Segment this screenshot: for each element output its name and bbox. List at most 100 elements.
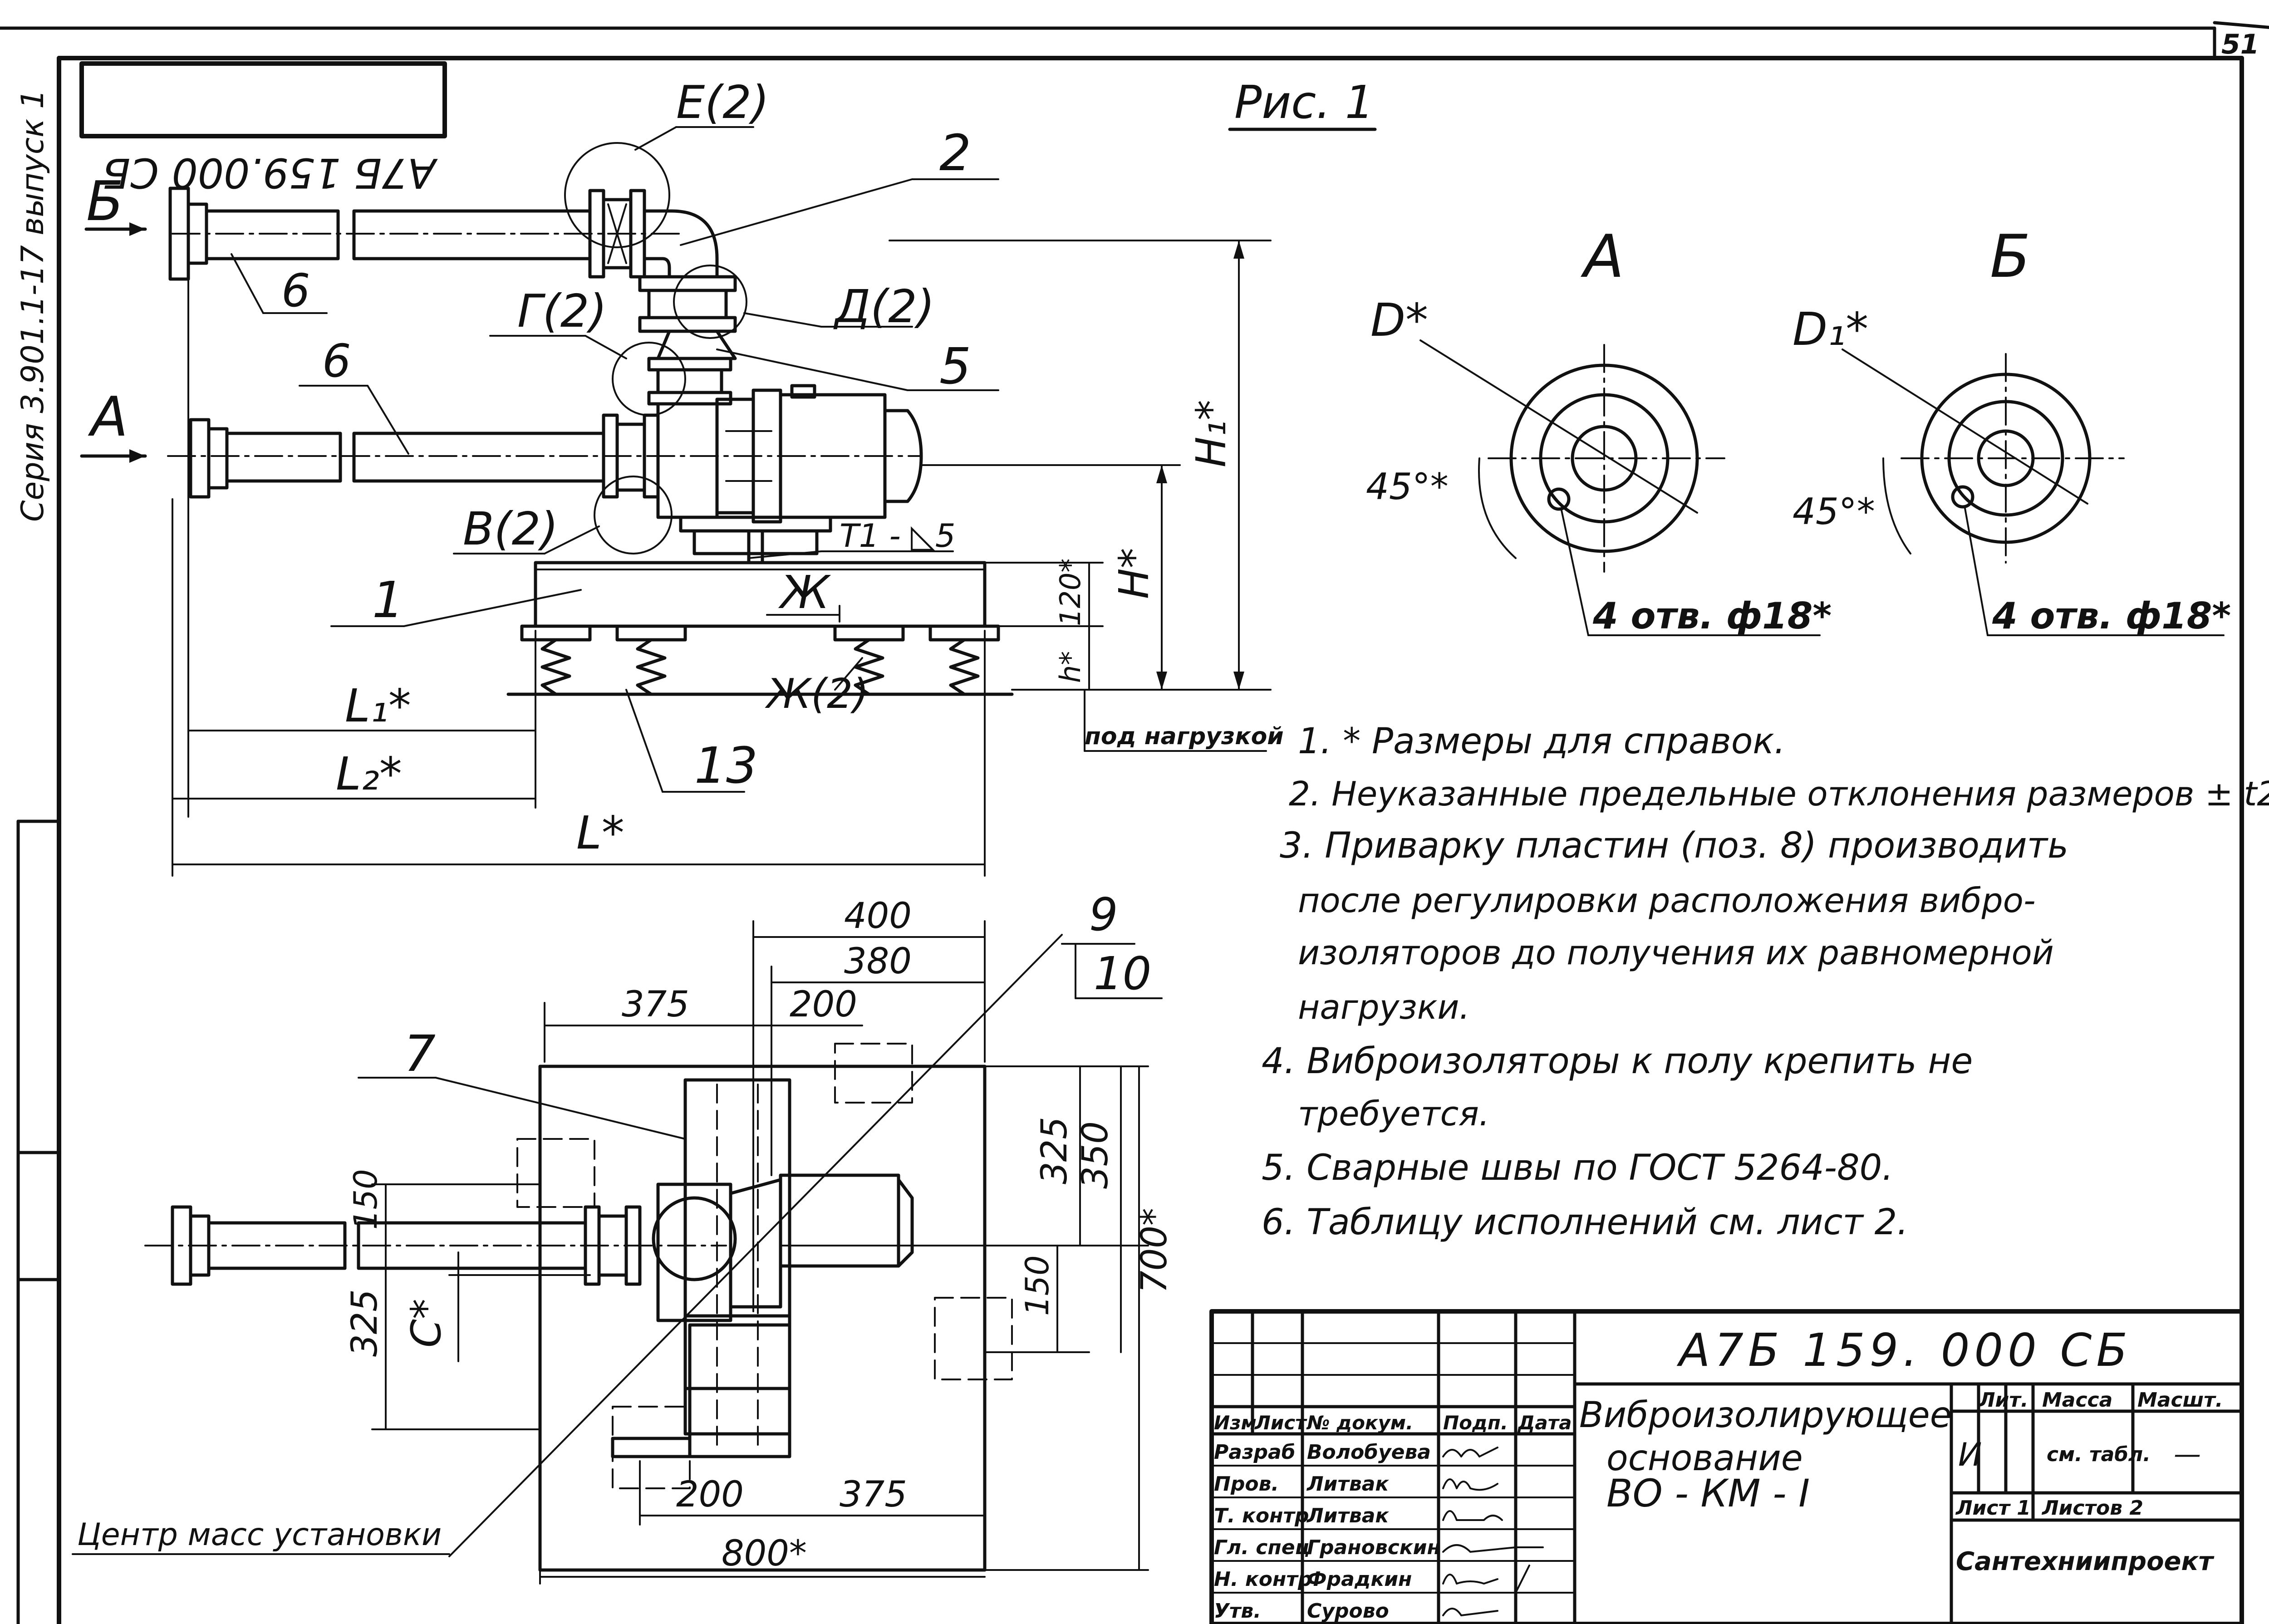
page-number: 51: [2221, 29, 2259, 60]
name-tkontr: Литвак: [1306, 1504, 1389, 1527]
name-prov: Литвак: [1306, 1472, 1389, 1496]
col-header-sign: Подп.: [1443, 1412, 1508, 1434]
doc-code: А7Б 159. 000 СБ: [1676, 1324, 2132, 1377]
dim-h1: H₁*: [1188, 400, 1235, 467]
scale-value: —: [2174, 1438, 2201, 1470]
notes-block: 1. * Размеры для справок. 2. Неуказанные…: [1262, 721, 2269, 1243]
title-name-1: Виброизолирующее: [1579, 1395, 1952, 1436]
dim-h: H*: [1110, 548, 1158, 599]
view-a-title: А: [1581, 222, 1624, 291]
view-b-title: Б: [1990, 222, 2030, 291]
role-nkontr: Н. контр: [1214, 1568, 1312, 1591]
callout-zh2: Ж(2): [765, 670, 869, 718]
view-a-angle: 45°*: [1366, 466, 1449, 508]
arrow-a-label: А: [88, 386, 128, 449]
dim-l2: L₂*: [336, 747, 402, 800]
center-mass-label: Центр масс установки: [77, 1517, 442, 1553]
view-b-angle: 45°*: [1793, 491, 1875, 533]
callout-13: 13: [694, 736, 758, 795]
col-header-date: Дата: [1517, 1412, 1572, 1434]
note-line-9: 5. Сварные швы по ГОСТ 5264-80.: [1262, 1148, 1893, 1188]
mass-label: Масса: [2042, 1388, 2112, 1412]
dim-325-right: 325: [1034, 1117, 1075, 1184]
callout-d2: Д(2): [833, 280, 935, 333]
mass-value: см. табл.: [2047, 1443, 2151, 1466]
callout-2: 2: [939, 124, 971, 182]
col-header-izm: Изм: [1214, 1412, 1257, 1434]
dim-700: 700*: [1134, 1208, 1175, 1293]
name-razrab: Волобуева: [1307, 1441, 1431, 1464]
lit-label: Лит.: [1978, 1388, 2028, 1412]
view-b-diam: D₁*: [1793, 303, 1868, 356]
under-load-label: под нагрузкой: [1085, 723, 1284, 750]
name-nkontr: Фрадкин: [1307, 1568, 1412, 1591]
callout-7: 7: [404, 1025, 436, 1083]
view-a-diam: D*: [1370, 294, 1428, 347]
dim-375-bottom: 375: [840, 1474, 907, 1515]
col-header-list: Лист: [1254, 1412, 1307, 1434]
view-b-holes: 4 отв. ф18*: [1992, 595, 2231, 637]
callout-6-upper: 6: [281, 264, 310, 317]
dim-150-left: 150: [347, 1169, 384, 1230]
note-line-2: 2. Неуказанные предельные отклонения раз…: [1289, 775, 2269, 814]
plan-view: 400 380 9 10 375 200 7 325 350 700* 150 …: [72, 888, 1175, 1585]
role-prov: Пров.: [1214, 1472, 1279, 1496]
title-name-2: основание: [1606, 1438, 1803, 1479]
dim-800: 800*: [722, 1533, 807, 1574]
callout-g2: Г(2): [517, 285, 607, 338]
dim-400: 400: [844, 896, 912, 937]
sheet-label: Лист 1: [1955, 1496, 2031, 1520]
elevation-view: Б А: [80, 76, 1284, 877]
dim-c: C*: [403, 1299, 450, 1348]
callout-5: 5: [939, 337, 971, 395]
view-a-holes: 4 отв. ф18*: [1592, 595, 1832, 637]
title-block: Изм Лист № докум. Подп. Дата Разраб Воло…: [1209, 1309, 2244, 1624]
dim-150-right: 150: [1019, 1255, 1056, 1316]
org-name: Сантехниипроект: [1956, 1547, 2215, 1576]
sheets-label: Листов 2: [2041, 1496, 2143, 1520]
callout-9: 9: [1089, 888, 1118, 941]
note-line-8: требуется.: [1298, 1094, 1489, 1133]
col-header-doc: № докум.: [1306, 1412, 1413, 1434]
flange-view-b: Б D₁* 45°* 4 отв. ф18*: [1793, 222, 2231, 637]
note-line-4: после регулировки расположения вибро-: [1298, 881, 2036, 920]
callout-10: 10: [1094, 947, 1151, 1000]
series-label: Серия 3.901.1-17 выпуск 1: [15, 89, 51, 522]
note-line-7: 4. Виброизоляторы к полу крепить не: [1262, 1041, 1973, 1082]
title-name-3: ВО - КМ - I: [1606, 1471, 1810, 1516]
arrow-b-label: Б: [86, 170, 123, 233]
name-utv: Сурово: [1307, 1599, 1389, 1623]
note-line-6: нагрузки.: [1298, 988, 1470, 1027]
weld-mark: Т1 - ◺5: [840, 517, 955, 554]
dim-325-left: 325: [344, 1289, 385, 1357]
dim-200-bottom: 200: [676, 1474, 744, 1515]
mirrored-stamp: А7Б 159.000 СБ: [79, 61, 447, 196]
dim-l1: L₁*: [345, 679, 411, 732]
note-line-3: 3. Приварку пластин (поз. 8) производить: [1280, 825, 2068, 866]
dim-120: 120*: [1054, 559, 1087, 626]
lit-value: И: [1958, 1436, 1982, 1473]
dim-350: 350: [1075, 1121, 1116, 1189]
role-glspec: Гл. спец: [1214, 1536, 1310, 1559]
dim-375-top: 375: [622, 984, 689, 1025]
note-line-10: 6. Таблицу исполнений см. лист 2.: [1262, 1202, 1908, 1243]
note-line-5: изоляторов до получения их равномерной: [1298, 933, 2054, 972]
callout-zh: Ж: [778, 566, 831, 619]
dim-380: 380: [844, 941, 912, 982]
scale-label: Масшт.: [2137, 1388, 2223, 1412]
mirrored-stamp-text: А7Б 159.000 СБ: [102, 149, 438, 196]
callout-v2: В(2): [463, 502, 558, 555]
role-razrab: Разраб: [1214, 1441, 1295, 1464]
callout-1: 1: [372, 571, 404, 629]
dim-200-top: 200: [790, 984, 857, 1025]
role-tkontr: Т. контр: [1214, 1504, 1309, 1527]
dim-hsmall: h*: [1054, 651, 1087, 683]
flange-view-a: А D* 45°* 4 отв. ф18*: [1366, 222, 1832, 637]
callout-e2: Е(2): [676, 76, 769, 129]
callout-6-lower: 6: [322, 334, 351, 388]
name-glspec: Грановскин: [1307, 1536, 1441, 1559]
dim-l: L*: [576, 806, 624, 859]
signatures: [1442, 1447, 1544, 1616]
figure-title: Рис. 1: [1234, 76, 1374, 129]
